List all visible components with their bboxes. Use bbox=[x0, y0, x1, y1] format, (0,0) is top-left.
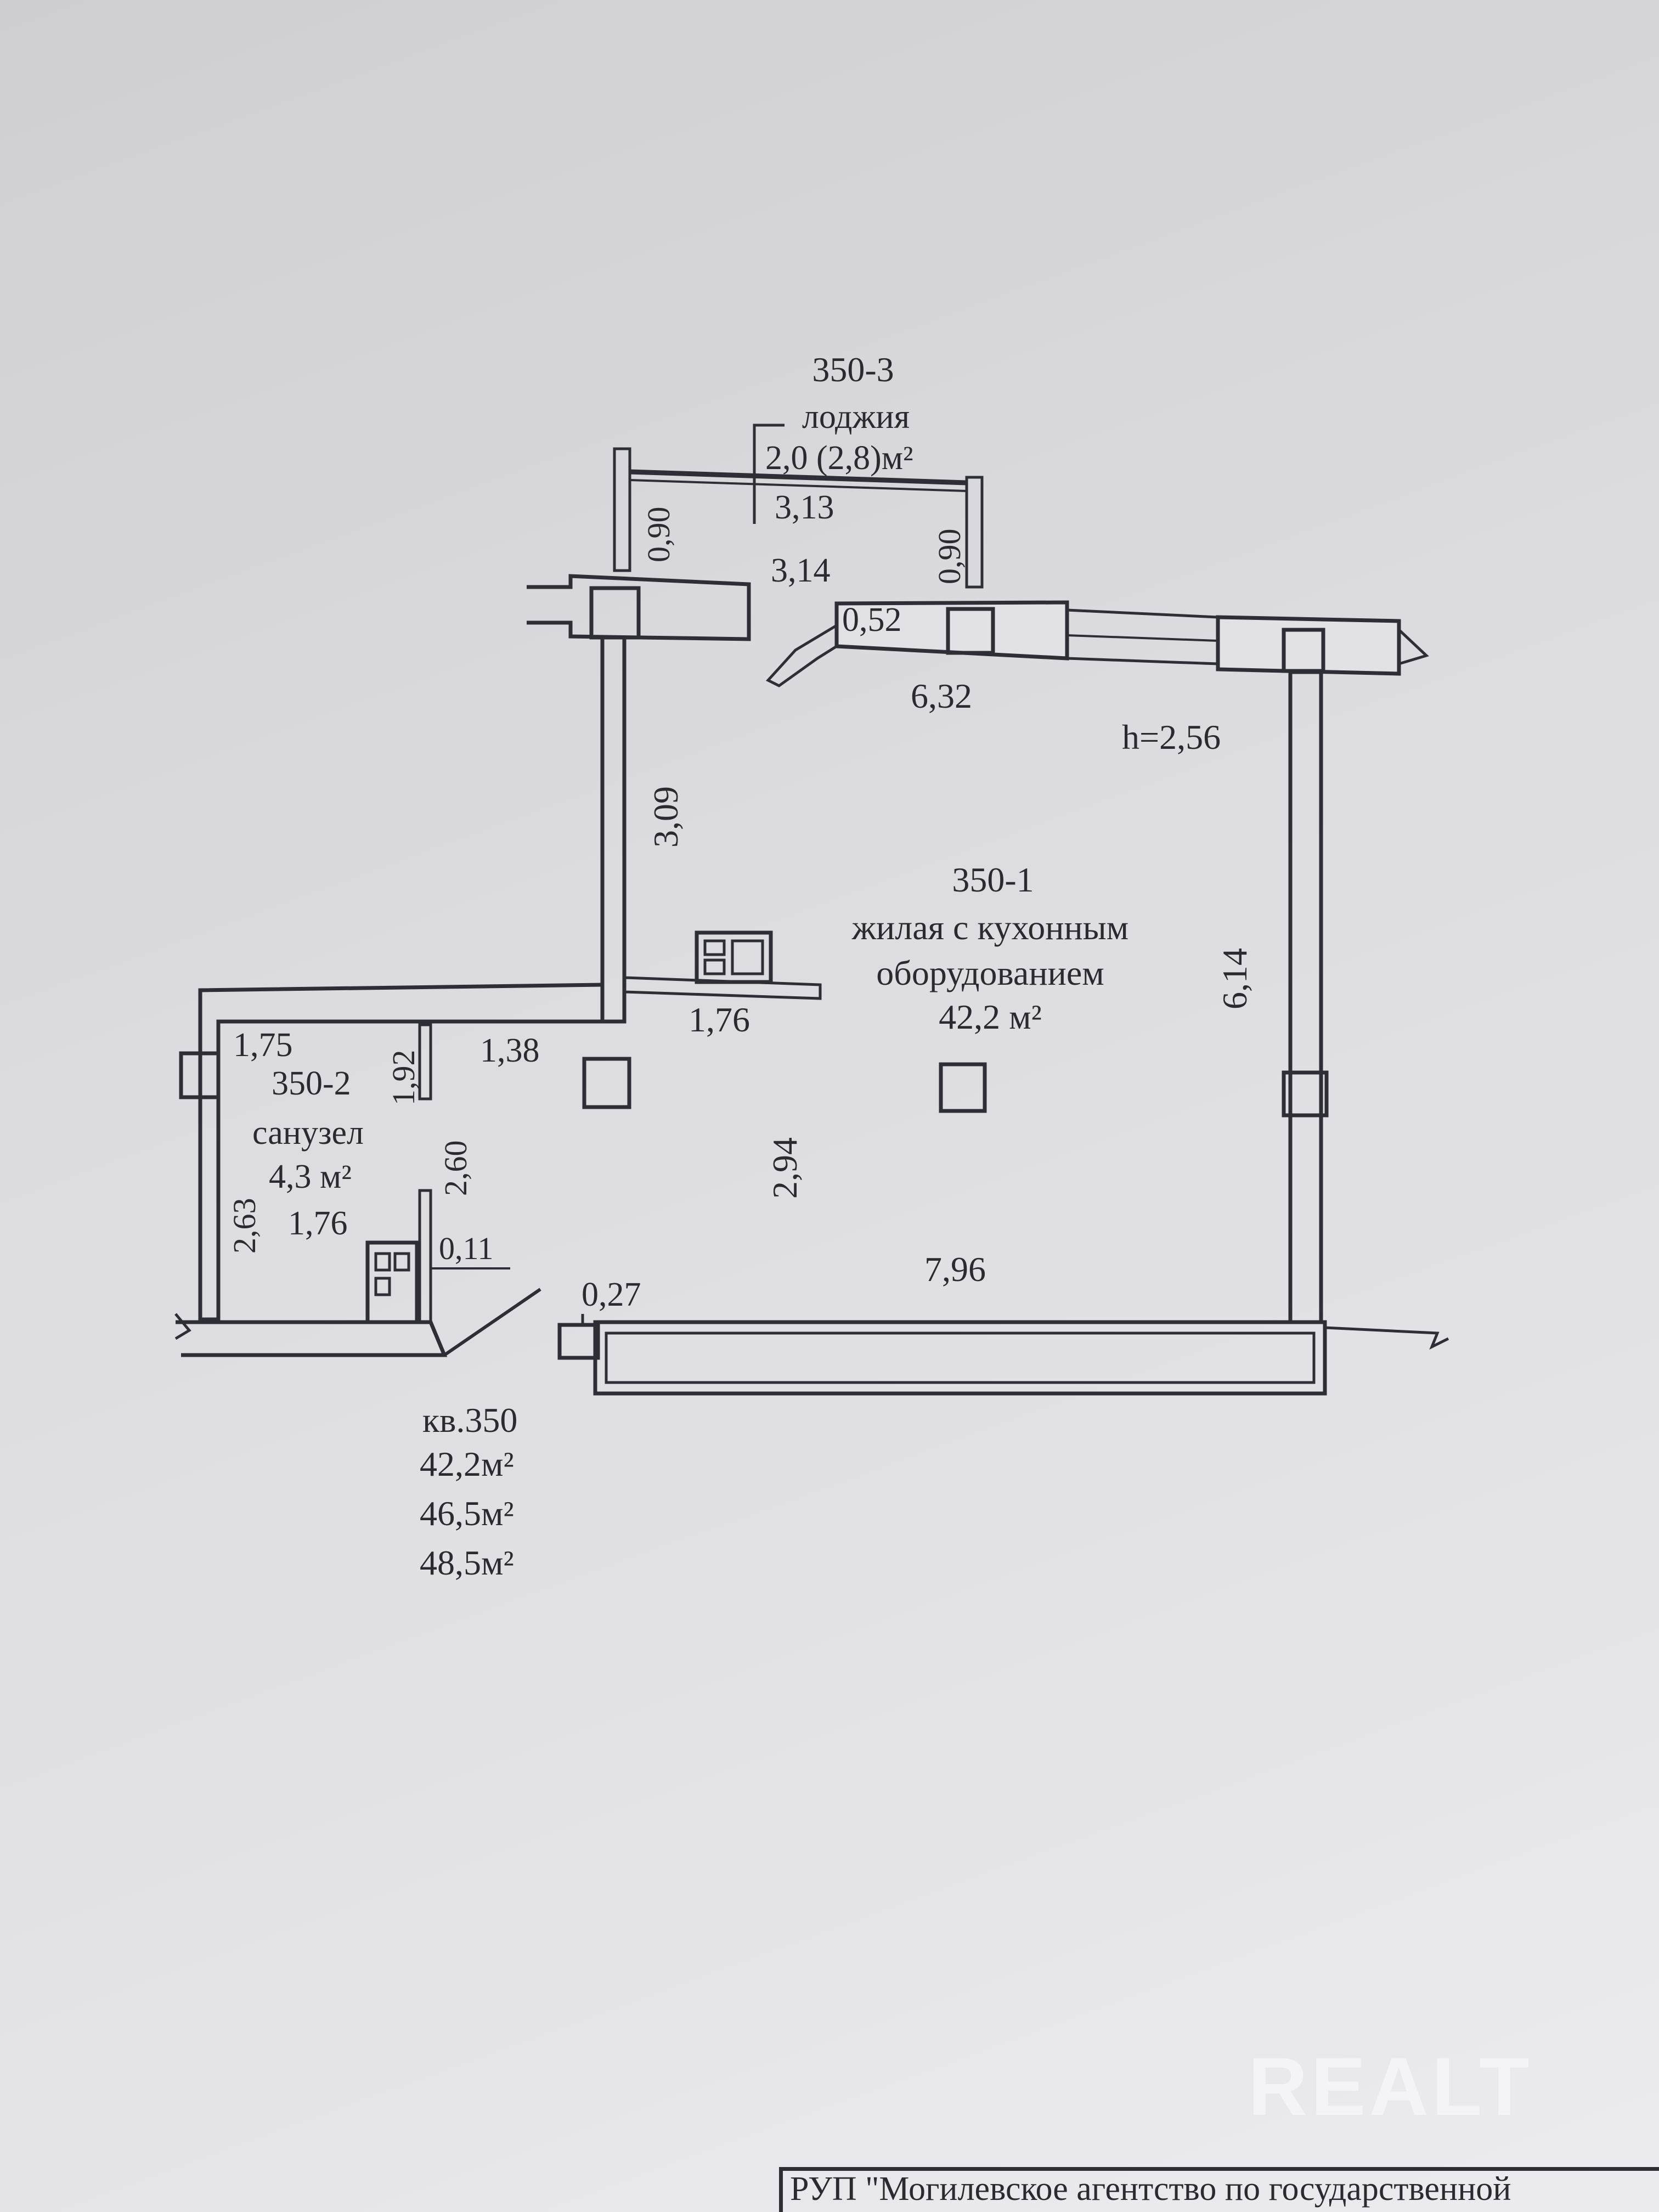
bottom-wall-inner bbox=[605, 1331, 1316, 1384]
dim-room-top: 6,32 bbox=[911, 676, 972, 715]
washbasin-part-3 bbox=[374, 1277, 391, 1296]
top-left-column bbox=[589, 586, 641, 640]
dim-bath-width: 1,76 bbox=[288, 1205, 348, 1242]
loggia-rail-inner bbox=[629, 479, 967, 492]
loggia-walls bbox=[613, 424, 984, 589]
bathroom-code: 350-2 bbox=[272, 1065, 351, 1102]
summary-area-2: 46,5м² bbox=[420, 1494, 514, 1533]
loggia-labels: 350-3 лоджия 2,0 (2,8)м² 3,13 3,14 0,90 … bbox=[641, 350, 967, 589]
kitchen-counter bbox=[623, 930, 822, 1000]
left-inner-wall-body bbox=[600, 635, 627, 1024]
bathroom-labels: 1,75 1,92 1,38 350-2 санузел 4,3 м² 2,60… bbox=[227, 1026, 540, 1266]
bottom-right-break bbox=[1324, 1326, 1449, 1350]
dim-bath-inner: 2,60 bbox=[438, 1141, 473, 1197]
dim-bath-offset: 0,11 bbox=[439, 1231, 493, 1266]
bottom-left-stub bbox=[557, 1323, 600, 1360]
bathroom-left-column bbox=[179, 1051, 221, 1099]
loggia-code: 350-3 bbox=[812, 350, 894, 389]
washbasin-part-1 bbox=[374, 1252, 391, 1272]
bottom-door-swing bbox=[443, 1288, 541, 1357]
apartment-summary: кв.350 42,2м² 46,5м² 48,5м² bbox=[420, 1401, 517, 1582]
dim-room-bottom: 7,96 bbox=[924, 1250, 986, 1289]
dim-room-middle: 2,94 bbox=[765, 1137, 804, 1199]
dim-corridor-top: 1,38 bbox=[480, 1032, 540, 1069]
dim-counter: 1,76 bbox=[689, 1000, 750, 1039]
dim-right-wall: 6,14 bbox=[1215, 948, 1254, 1009]
top-mid-column bbox=[946, 607, 995, 655]
summary-area-1: 42,2м² bbox=[420, 1444, 514, 1483]
bottom-left-break bbox=[174, 1313, 191, 1340]
right-wall-body bbox=[1288, 670, 1323, 1324]
living-name-1: жилая с кухонным bbox=[851, 908, 1128, 947]
vent-shaft bbox=[939, 1062, 987, 1113]
dim-bath-partition: 1,92 bbox=[386, 1050, 421, 1106]
top-wall-left bbox=[527, 574, 751, 641]
stove-icon bbox=[695, 930, 773, 984]
dim-bottom-offset: 0,27 bbox=[582, 1276, 641, 1313]
top-right-break bbox=[1398, 629, 1429, 665]
summary-area-3: 48,5м² bbox=[420, 1543, 514, 1582]
bathroom-partition-bottom bbox=[418, 1189, 432, 1324]
top-wall bbox=[527, 574, 1429, 687]
bottom-wall-left bbox=[176, 1320, 448, 1357]
room-height: h=2,56 bbox=[1122, 718, 1221, 757]
entry-door-swing bbox=[765, 624, 838, 687]
bottom-wall-right bbox=[593, 1320, 1327, 1396]
loggia-right-post bbox=[965, 476, 984, 589]
dim-bath-top-left: 1,75 bbox=[233, 1026, 293, 1064]
living-room-labels: 0,52 6,32 h=2,56 3,09 6,14 350-1 жилая с… bbox=[582, 601, 1254, 1313]
bathroom-area: 4,3 м² bbox=[269, 1158, 352, 1195]
bathroom-partition-top bbox=[418, 1023, 432, 1101]
bathroom-upper-wall bbox=[198, 983, 603, 1322]
dim-loggia-top: 3,13 bbox=[775, 489, 834, 526]
footer-stamp-frame bbox=[779, 2167, 1659, 2212]
loggia-leader bbox=[753, 424, 785, 524]
loggia-left-post bbox=[613, 447, 631, 572]
summary-title: кв.350 bbox=[422, 1401, 517, 1440]
bottom-wall bbox=[174, 1288, 1449, 1396]
top-window-line bbox=[1066, 634, 1218, 642]
top-wall-right bbox=[1216, 615, 1401, 676]
right-wall bbox=[1282, 670, 1329, 1324]
loggia-rail bbox=[629, 469, 967, 486]
dim-loggia-right: 0,90 bbox=[932, 529, 967, 585]
dim-loggia-bottom: 3,14 bbox=[771, 552, 831, 589]
dim-left-wall-upper: 3,09 bbox=[646, 786, 685, 848]
left-inner-column bbox=[582, 1057, 631, 1109]
living-code: 350-1 bbox=[952, 860, 1034, 899]
dim-window-offset: 0,52 bbox=[842, 601, 902, 639]
dim-loggia-left: 0,90 bbox=[641, 507, 676, 563]
stove-burner-1 bbox=[703, 939, 726, 956]
stove-burner-2 bbox=[703, 958, 726, 975]
right-wall-column bbox=[1282, 1070, 1329, 1118]
living-name-2: оборудованием bbox=[876, 953, 1104, 992]
dim-bath-left: 2,63 bbox=[227, 1198, 262, 1254]
footer-agency-text: РУП "Могилевское агентство по государств… bbox=[790, 2170, 1511, 2208]
loggia-area: 2,0 (2,8)м² bbox=[765, 439, 913, 477]
sink-icon bbox=[731, 939, 764, 975]
loggia-name: лоджия bbox=[802, 398, 910, 436]
living-area: 42,2 м² bbox=[939, 997, 1042, 1036]
washbasin-part-2 bbox=[393, 1252, 410, 1272]
bathroom-name: санузел bbox=[252, 1114, 364, 1152]
realt-watermark: REALT bbox=[1248, 2040, 1533, 2132]
